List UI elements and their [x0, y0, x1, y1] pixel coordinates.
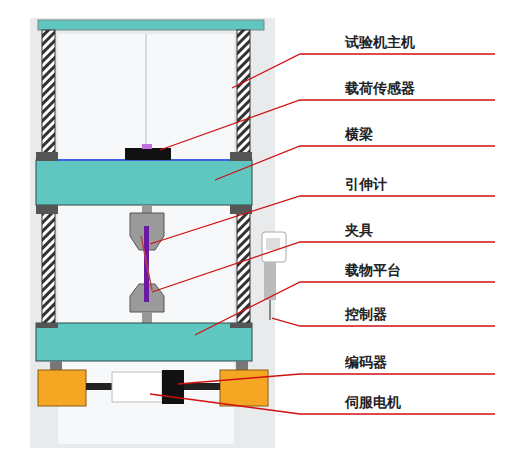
part-label: 试验机主机: [345, 34, 415, 51]
part-label: 夹具: [345, 222, 373, 239]
part-label: 载荷传感器: [345, 80, 415, 97]
encoder: [112, 372, 162, 402]
gearbox: [38, 370, 86, 406]
gearbox: [220, 370, 268, 406]
machine-frame: [30, 18, 275, 448]
load-cell: [125, 148, 171, 160]
crossbeam: [36, 160, 252, 205]
servo-motor: [162, 370, 184, 404]
part-label: 伺服电机: [345, 394, 401, 411]
part-label: 编码器: [345, 354, 387, 371]
top-plate: [38, 20, 264, 30]
controller: [262, 232, 286, 262]
part-label: 控制器: [345, 306, 387, 323]
part-label: 载物平台: [345, 262, 401, 279]
leader-lines: [150, 54, 495, 414]
part-label: 横梁: [345, 126, 373, 143]
part-label: 引伸计: [345, 176, 387, 193]
platform: [36, 323, 252, 361]
